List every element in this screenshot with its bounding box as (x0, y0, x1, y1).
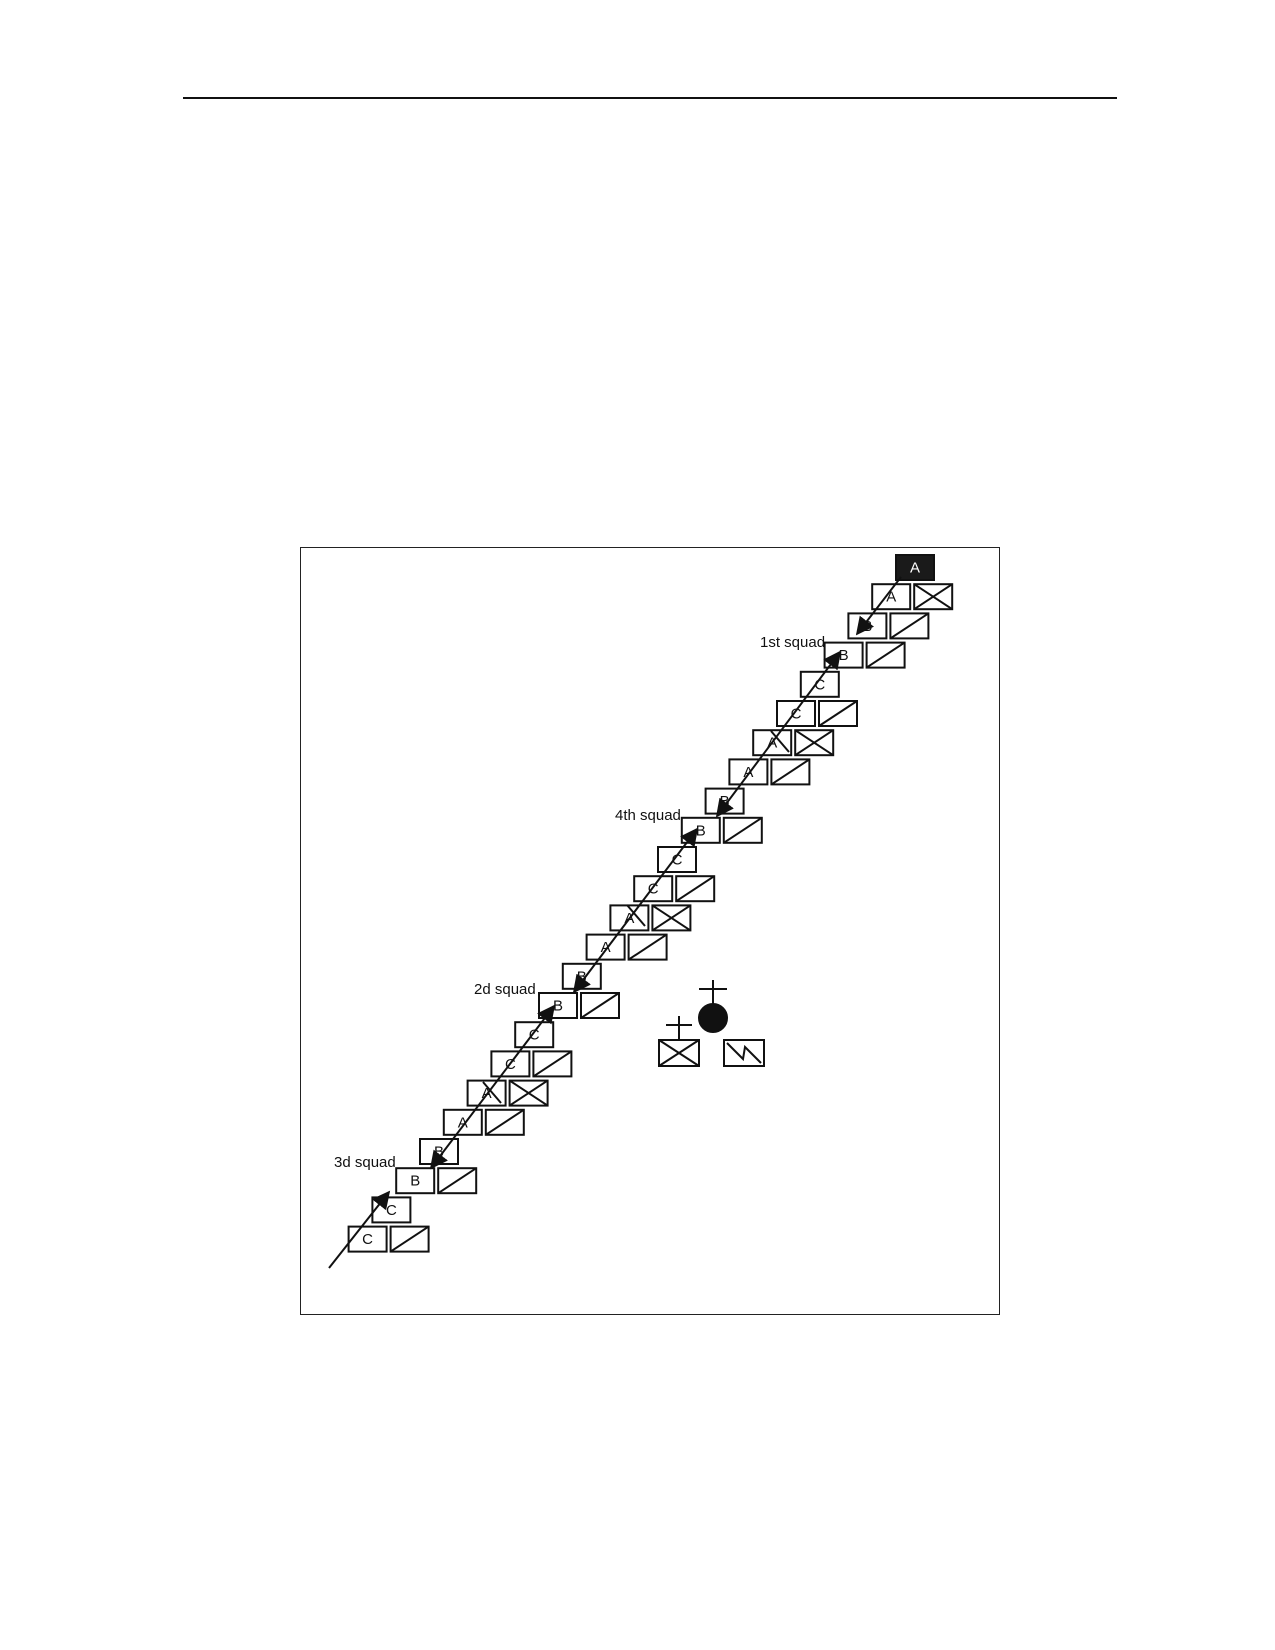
formation-row: B (680, 816, 763, 844)
formation-row: C (371, 1196, 412, 1224)
formation-row: C (347, 1225, 430, 1253)
unit-letter-box (347, 1225, 388, 1253)
sector-divider-3 (482, 1081, 502, 1104)
unit-letter: B (839, 647, 849, 664)
formation-row: A (871, 583, 954, 611)
unit-letter: C (529, 1027, 540, 1044)
slash-box-icon (818, 700, 858, 727)
squad-label-3d: 3d squad (334, 1154, 396, 1171)
slash-box-icon (532, 1050, 573, 1078)
squad-label-4th: 4th squad (615, 807, 681, 824)
formation-row: C (799, 670, 840, 698)
unit-letter: A (886, 589, 896, 606)
slash-box-icon (770, 758, 811, 786)
crossed-box-icon (508, 1079, 549, 1107)
formation-row: A (466, 1079, 549, 1107)
formation-row: A (442, 1108, 525, 1136)
formation-row: B (419, 1138, 459, 1165)
squad-label-2d: 2d squad (474, 981, 536, 998)
formation-row: B (847, 612, 930, 640)
slash-box-icon (627, 933, 668, 961)
unit-letter: B (696, 822, 706, 839)
cross-circle-icon (698, 980, 728, 1033)
entry-arrow (855, 576, 902, 636)
slash-box-icon (484, 1108, 525, 1136)
formation-row: A (728, 758, 811, 786)
unit-letter-box (895, 554, 935, 581)
unit-letter-box (395, 1167, 436, 1195)
slash-box-icon (722, 816, 763, 844)
header-rule (183, 97, 1117, 99)
sector-divider-1 (770, 730, 790, 753)
cross-crossed-box-icon (658, 1016, 700, 1067)
crossed-box-icon (651, 904, 692, 932)
formation-row: C (776, 700, 858, 727)
sector-divider-2 (626, 904, 646, 927)
formation-row: A (585, 933, 668, 961)
unit-letter: B (410, 1173, 420, 1190)
formation-row: B (395, 1167, 478, 1195)
slash-box-icon (437, 1167, 478, 1195)
crossed-box-icon (913, 583, 954, 611)
unit-letter: A (910, 559, 920, 576)
slash-box-icon (675, 875, 716, 903)
unit-letter: C (791, 705, 802, 722)
unit-letter: C (362, 1231, 373, 1248)
formation-row: A (895, 554, 935, 581)
slash-box-icon (889, 612, 930, 640)
slash-box-icon (389, 1225, 430, 1253)
sector-arrow-2d-3d (429, 1004, 556, 1170)
slash-box-icon (580, 992, 620, 1019)
squad-label-1st: 1st squad (760, 634, 825, 651)
formation-row: B (561, 962, 602, 990)
unit-letter: C (386, 1202, 397, 1219)
unit-letter: B (553, 997, 563, 1014)
slash-box-icon (865, 641, 906, 669)
formation-row: B (538, 992, 620, 1019)
formation-row: C (514, 1021, 555, 1049)
crossed-box-icon (794, 729, 835, 757)
formation-row: B (704, 787, 745, 815)
sector-arrow-4th-2d (572, 827, 699, 994)
exit-arrow (328, 1190, 391, 1269)
zigzag-box-icon (723, 1039, 765, 1067)
formation-row: C (657, 846, 697, 873)
sector-arrow-1st-4th (715, 650, 842, 818)
